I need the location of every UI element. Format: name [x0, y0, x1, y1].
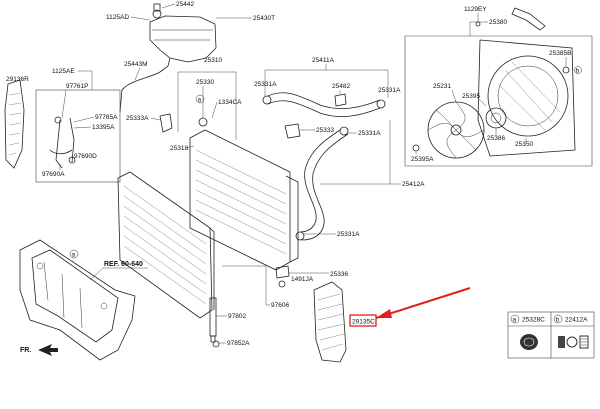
callout-highlight-box: [349, 314, 377, 327]
label-13395A: 13395A: [92, 124, 115, 131]
radiator-cap: [198, 117, 208, 127]
circle-marker-a-carrier-label: a: [72, 252, 76, 259]
reservoir-tank: [149, 3, 217, 73]
legend-code-a: 25328C: [522, 317, 545, 324]
oil-cooler-lines: [49, 116, 76, 169]
circle-marker-a-radiator: a: [198, 97, 202, 104]
callout-label-29135C: 29135C: [352, 319, 375, 326]
label-25333A: 25333A: [126, 115, 149, 122]
label-97690A: 97690A: [42, 171, 65, 178]
lower-hose-25412A: [295, 126, 349, 241]
parts-legend-table: a 25328C b 22412A: [507, 311, 595, 359]
legend-marker-b: b: [556, 317, 560, 324]
oil-cooler-group-box: [35, 89, 121, 183]
fan-group-box: [404, 35, 593, 167]
label-1125AE: 1125AE: [52, 68, 75, 75]
label-25430T: 25430T: [253, 15, 275, 22]
fan-motor-25386: [485, 107, 507, 129]
label-25350: 25350: [515, 141, 533, 148]
label-97761P: 97761P: [66, 83, 88, 90]
legend-code-b: 22412A: [565, 317, 588, 324]
label-25412A: 25412A: [402, 181, 425, 188]
receiver-drier-97802: [209, 297, 220, 348]
front-direction-arrow: FR.: [20, 344, 58, 356]
label-25443M: 25443M: [124, 61, 148, 68]
label-25333: 25333: [316, 127, 334, 134]
fan-blade-25231: [427, 101, 485, 159]
mount-25336: [275, 265, 290, 279]
label-97690D: 97690D: [74, 153, 97, 160]
label-97785A: 97785A: [95, 114, 118, 121]
label-25331A-upper-right: 25331A: [378, 87, 401, 94]
label-25386: 25386: [487, 135, 505, 142]
label-25331A-upper-left: 25331A: [254, 81, 277, 88]
label-25331A-lower: 25331A: [337, 231, 360, 238]
radiator: [189, 129, 299, 271]
label-25442: 25442: [176, 1, 194, 8]
ref-label: REF. 60-640: [104, 261, 143, 268]
overflow-hose: [119, 71, 161, 113]
label-97852A: 97852A: [227, 340, 250, 347]
label-25411A: 25411A: [312, 57, 335, 64]
label-1491JA: 1491JA: [291, 276, 314, 283]
label-1334CA: 1334CA: [218, 99, 242, 106]
fan-shroud-25380: [477, 39, 576, 157]
label-25395: 25395: [462, 93, 480, 100]
hose-clip-25482: [334, 93, 347, 107]
label-25330: 25330: [196, 79, 214, 86]
front-direction-label: FR.: [20, 347, 31, 354]
callout-arrowhead: [376, 309, 392, 318]
connector-25333: [284, 123, 301, 139]
circle-marker-a-carrier: [69, 249, 79, 259]
label-97802: 97802: [228, 313, 246, 320]
callout-arrow-line: [375, 287, 471, 319]
shroud-bracket: [511, 7, 546, 31]
label-25331A-mid: 25331A: [358, 130, 381, 137]
circle-marker-b-fan: b: [576, 68, 580, 75]
label-25310: 25310: [204, 57, 222, 64]
label-25482: 25482: [332, 83, 350, 90]
label-29136R: 29136R: [6, 76, 29, 83]
bolt-1491JA: [278, 280, 286, 288]
label-25336: 25336: [330, 271, 348, 278]
label-25380: 25380: [489, 19, 507, 26]
condenser: [117, 171, 215, 319]
label-25231: 25231: [433, 83, 451, 90]
legend-marker-a: a: [513, 317, 517, 324]
legend-clip-icon: [558, 335, 589, 349]
drain-plug-25333A: [159, 113, 173, 133]
label-25385B: 25385B: [549, 50, 571, 57]
label-1125AD: 1125AD: [106, 14, 129, 21]
front-end-carrier: [19, 239, 136, 361]
air-guard-29135C: [313, 281, 347, 363]
label-97606: 97606: [271, 302, 289, 309]
upper-hose-25411A: [262, 92, 386, 118]
label-25395A: 25395A: [411, 156, 434, 163]
air-guard-29136R: [4, 79, 25, 169]
label-1129EY: 1129EY: [464, 6, 487, 13]
label-25318: 25318: [170, 145, 188, 152]
legend-grommet-icon: [520, 334, 538, 350]
